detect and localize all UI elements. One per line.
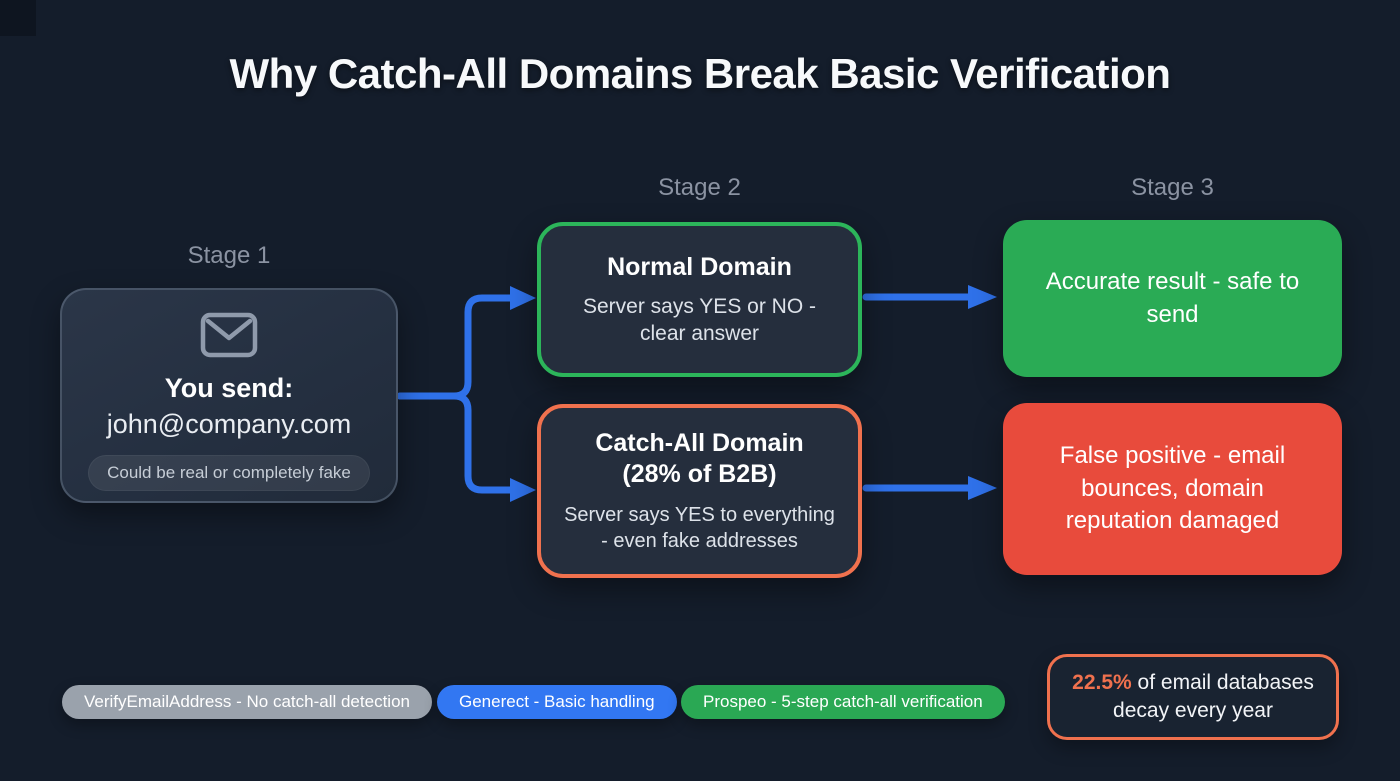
- catchall-to-result-arrowhead-icon: [968, 476, 997, 500]
- catchall-domain-body: Server says YES to everything - even fak…: [564, 504, 835, 553]
- normal-domain-card: Normal Domain Server says YES or NO - cl…: [537, 222, 862, 377]
- corner-decoration: [0, 0, 36, 36]
- page-title: Why Catch-All Domains Break Basic Verifi…: [229, 50, 1171, 97]
- decay-stat-text: 22.5% of email databases decay every yea…: [1064, 669, 1322, 726]
- sender-note-pill: Could be real or completely fake: [88, 454, 370, 491]
- envelope-icon: [200, 312, 258, 358]
- catchall-title-line2: (28% of B2B): [622, 460, 777, 488]
- branch-down-arrowhead-icon: [510, 478, 536, 502]
- normal-domain-title: Normal Domain: [607, 252, 792, 281]
- catchall-domain-title: Catch-All Domain (28% of B2B): [595, 428, 803, 491]
- sender-email: john@company.com: [106, 409, 352, 440]
- accurate-result-card: Accurate result - safe to send: [1003, 220, 1342, 377]
- sender-heading: You send:: [164, 373, 294, 403]
- branch-down-connector: [396, 392, 514, 494]
- false-positive-result-card: False positive - email bounces, domain r…: [1003, 403, 1342, 575]
- accurate-result-text: Accurate result - safe to send: [1045, 268, 1300, 328]
- badge-verifyemailaddress: VerifyEmailAddress - No catch-all detect…: [62, 685, 432, 719]
- catchall-domain-card: Catch-All Domain (28% of B2B) Server say…: [537, 404, 862, 578]
- decay-stat-rest: of email databases decay every year: [1113, 670, 1314, 722]
- catchall-title-line1: Catch-All Domain: [595, 428, 804, 457]
- branch-up-connector: [396, 294, 514, 400]
- stage-3-label: Stage 3: [1131, 174, 1214, 201]
- normal-domain-body: Server says YES or NO - clear answer: [582, 294, 816, 346]
- normal-to-result-arrowhead-icon: [968, 285, 997, 309]
- branch-up-arrowhead-icon: [510, 286, 536, 310]
- sender-card: You send: john@company.com Could be real…: [60, 288, 398, 503]
- decay-stat-callout: 22.5% of email databases decay every yea…: [1047, 654, 1339, 740]
- badge-generect: Generect - Basic handling: [437, 685, 677, 719]
- decay-stat-highlight: 22.5%: [1072, 670, 1132, 694]
- false-positive-result-text: False positive - email bounces, domain r…: [1059, 442, 1286, 535]
- stage-2-label: Stage 2: [658, 174, 741, 201]
- badge-prospeo: Prospeo - 5-step catch-all verification: [681, 685, 1005, 719]
- stage-1-label: Stage 1: [187, 242, 271, 269]
